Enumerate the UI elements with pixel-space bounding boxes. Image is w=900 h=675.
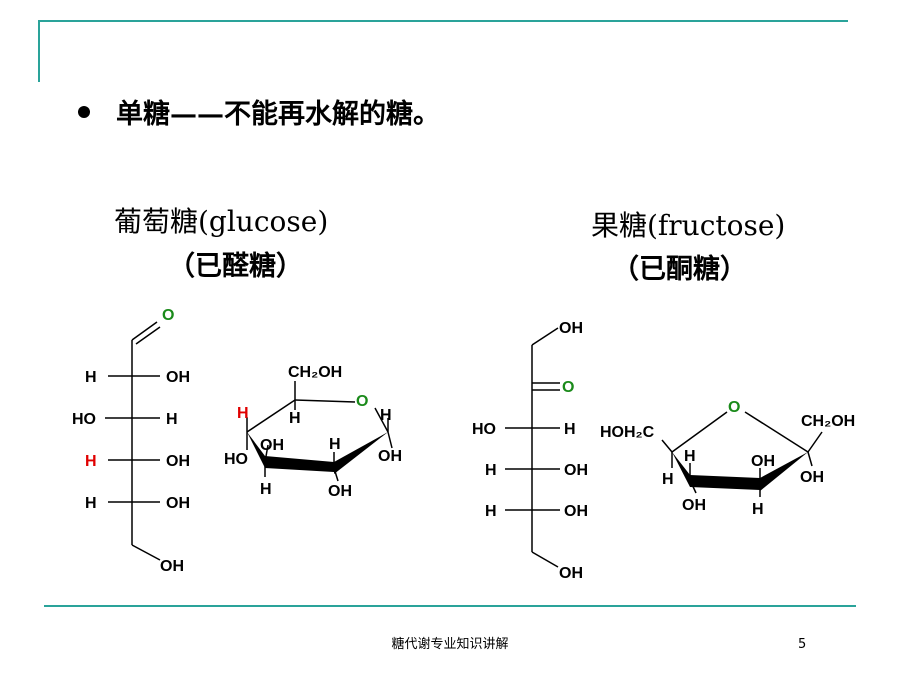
glucose-ring-h-red: H bbox=[237, 405, 249, 422]
fructose-c5-left: H bbox=[485, 503, 497, 520]
glucose-chain-labels: O H OH HO H H OH H OH OH bbox=[72, 307, 190, 575]
fructose-c3-left: HO bbox=[472, 421, 496, 438]
fructose-c5-right: OH bbox=[564, 503, 588, 520]
glucose-c3-right: H bbox=[166, 411, 178, 428]
glucose-c2-right: OH bbox=[166, 369, 190, 386]
glucose-ring-oxygen: O bbox=[356, 393, 368, 410]
glucose-ring-h-top: H bbox=[289, 410, 301, 427]
fructose-ring-oh-mid: OH bbox=[751, 453, 775, 470]
fructose-c1-oh: OH bbox=[559, 320, 583, 337]
fructose-ring: O HOH₂C CH₂OH H H OH OH OH H bbox=[600, 399, 855, 518]
fructose-ring-ch2oh: CH₂OH bbox=[801, 413, 855, 430]
glucose-chain-bonds bbox=[105, 321, 161, 561]
bullet-icon bbox=[78, 106, 90, 118]
top-frame-line bbox=[40, 20, 848, 22]
glucose-c4-left: H bbox=[85, 453, 97, 470]
glucose-ring-h-bottom: H bbox=[260, 481, 272, 498]
glucose-c5-left: H bbox=[85, 495, 97, 512]
glucose-ring-oh-bottom: OH bbox=[328, 483, 352, 500]
fructose-ring-h-upper: H bbox=[684, 448, 696, 465]
fructose-ring-oh-right: OH bbox=[800, 469, 824, 486]
glucose-ring-h-right: H bbox=[380, 407, 392, 424]
glucose-title: 葡萄糖(glucose) bbox=[114, 205, 329, 238]
fructose-ketone-oxygen: O bbox=[562, 379, 574, 396]
fructose-c6-oh: OH bbox=[559, 565, 583, 582]
glucose-ring: CH₂OH O H H H OH H HO H OH OH bbox=[224, 364, 402, 500]
glucose-ring-ho: HO bbox=[224, 451, 248, 468]
fructose-c3-right: H bbox=[564, 421, 576, 438]
fructose-chain-bonds bbox=[505, 327, 560, 568]
glucose-c2-left: H bbox=[85, 369, 97, 386]
glucose-c6-oh: OH bbox=[160, 558, 184, 575]
fructose-ring-h-bottom: H bbox=[752, 501, 764, 518]
left-frame-line bbox=[38, 20, 40, 82]
glucose-ring-h-mid: H bbox=[329, 436, 341, 453]
glucose-aldehyde-oxygen: O bbox=[162, 307, 174, 324]
fructose-ring-h-left: H bbox=[662, 471, 674, 488]
fructose-subtitle: （已酮糖） bbox=[612, 254, 747, 285]
glucose-subtitle: （已醛糖） bbox=[168, 251, 303, 282]
fructose-ring-hoh2c: HOH₂C bbox=[600, 424, 655, 441]
page-number: 5 bbox=[798, 637, 807, 652]
glucose-c5-right: OH bbox=[166, 495, 190, 512]
slide-footer: 糖代谢专业知识讲解 bbox=[391, 637, 509, 652]
fructose-chain-labels: OH O HO H H OH H OH OH bbox=[472, 320, 588, 582]
glucose-ring-oh-upper: OH bbox=[260, 437, 284, 454]
fructose-c4-left: H bbox=[485, 462, 497, 479]
fructose-c4-right: OH bbox=[564, 462, 588, 479]
fructose-title: 果糖(fructose) bbox=[591, 209, 786, 242]
slide-heading: 单糖——不能再水解的糖。 bbox=[116, 99, 440, 130]
fructose-ring-oxygen: O bbox=[728, 399, 740, 416]
fructose-ring-oh-bottom: OH bbox=[682, 497, 706, 514]
glucose-c4-right: OH bbox=[166, 453, 190, 470]
bottom-frame-line bbox=[44, 605, 856, 607]
glucose-ring-ch2oh: CH₂OH bbox=[288, 364, 342, 381]
glucose-ring-oh-right: OH bbox=[378, 448, 402, 465]
glucose-c3-left: HO bbox=[72, 411, 96, 428]
